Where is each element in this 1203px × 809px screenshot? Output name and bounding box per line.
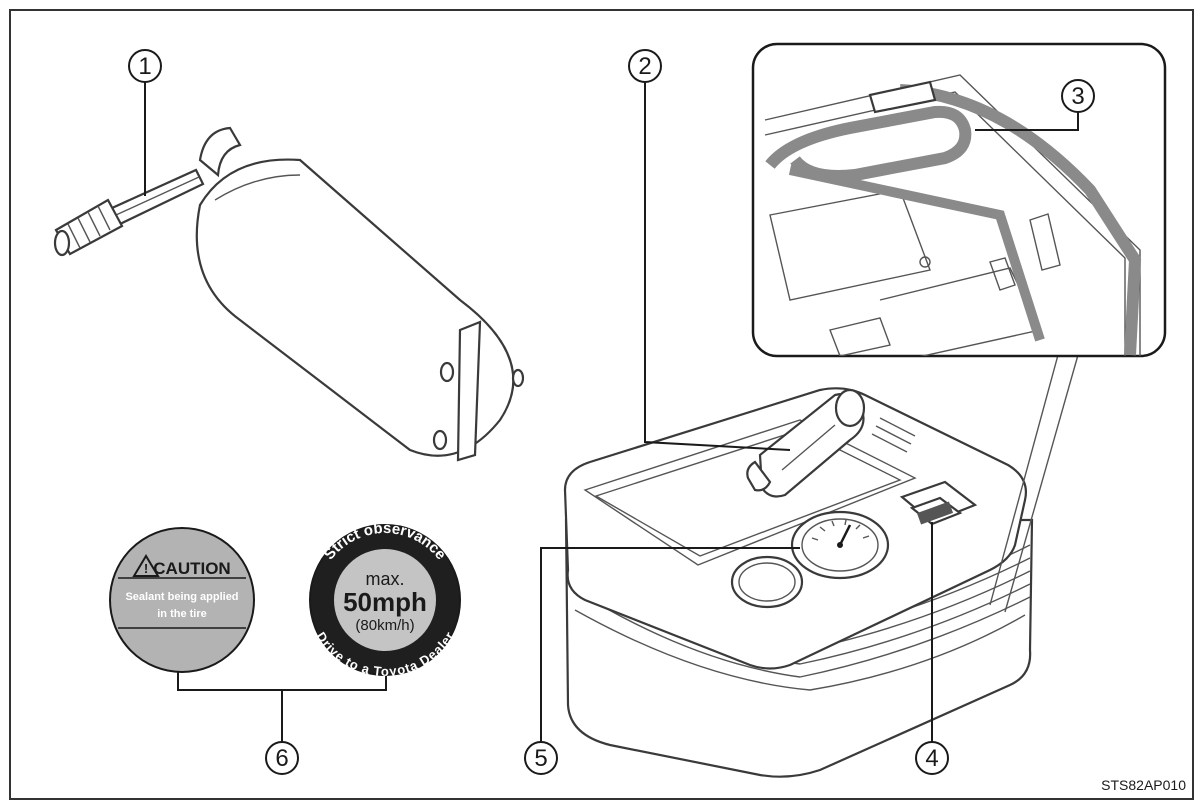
callout-6: 6 xyxy=(266,742,298,774)
callout-2: 2 xyxy=(629,50,661,82)
callout-5: 5 xyxy=(525,742,557,774)
callout-3: 3 xyxy=(1062,80,1094,112)
air-release-button xyxy=(732,557,802,607)
svg-text:5: 5 xyxy=(534,745,547,772)
sticker-bracket xyxy=(178,672,386,742)
svg-text:!: ! xyxy=(144,561,148,576)
sealant-bottle xyxy=(55,128,523,460)
speed-limit-sticker: Strict observance Drive to a Toyota Deal… xyxy=(310,520,460,679)
speed-sticker-metric: (80km/h) xyxy=(355,617,414,634)
svg-text:2: 2 xyxy=(638,53,651,80)
callout-1: 1 xyxy=(129,50,161,82)
svg-text:3: 3 xyxy=(1071,83,1084,110)
caution-line-1: Sealant being applied xyxy=(125,591,238,603)
svg-text:6: 6 xyxy=(275,745,288,772)
speed-sticker-speed: 50mph xyxy=(343,587,427,617)
svg-text:1: 1 xyxy=(138,53,151,80)
caution-line-2: in the tire xyxy=(157,608,207,620)
caution-heading: CAUTION xyxy=(153,559,230,578)
svg-text:4: 4 xyxy=(925,745,938,772)
speed-sticker-max: max. xyxy=(365,569,404,589)
caution-sticker: ! CAUTION Sealant being applied in the t… xyxy=(110,528,254,672)
pressure-gauge xyxy=(792,512,888,578)
image-code: STS82AP010 xyxy=(1101,777,1186,793)
callout-4: 4 xyxy=(916,742,948,774)
